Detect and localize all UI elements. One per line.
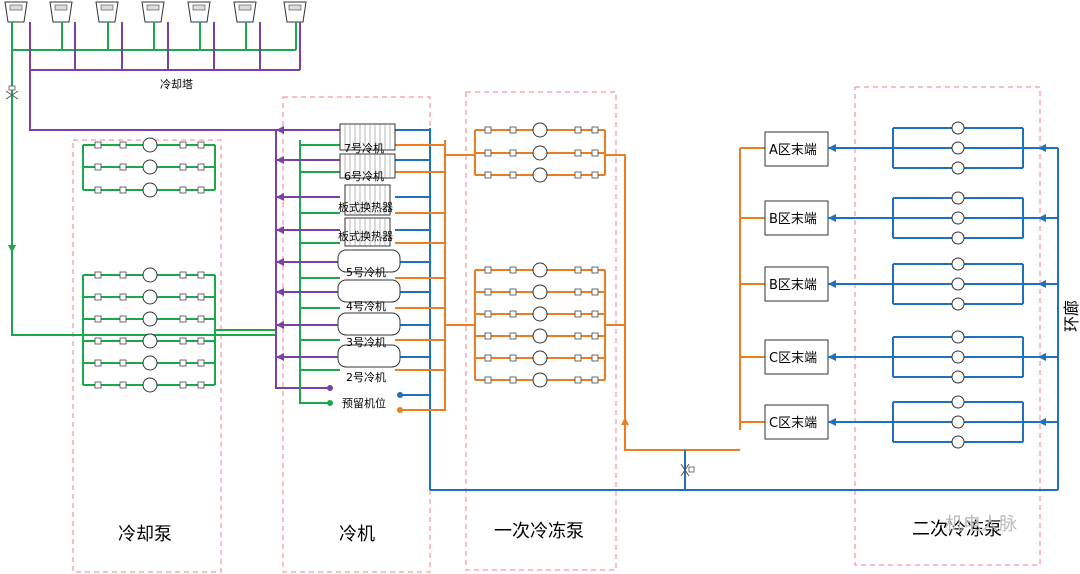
chiller-label: 3号冷机 [346, 335, 386, 349]
pump-icon [142, 311, 158, 327]
cooling-tower-piping [11, 22, 301, 336]
cooling-pump-group [12, 144, 276, 386]
pump-icon [532, 350, 548, 366]
cooling-tower-icon [95, 1, 119, 23]
zone-primary-pump [465, 91, 617, 571]
terminal-label: A区末端 [769, 143, 817, 158]
chiller-units [337, 123, 401, 368]
flow-arrow-icon [8, 245, 16, 253]
chiller-unit [337, 249, 401, 273]
zone-label-cooling-pump: 冷却泵 [118, 524, 172, 545]
cooling-tower-icon [233, 1, 257, 23]
watermark: 机电人脉 [945, 514, 1017, 535]
pump-icon [142, 355, 158, 371]
cooling-tower-icon [187, 1, 211, 23]
flow-arrow-icon [621, 417, 629, 425]
chiller-unit [339, 153, 396, 179]
reserved-label: 预留机位 [342, 396, 386, 410]
plate-exchanger-unit [344, 184, 391, 216]
pump-icon [532, 372, 548, 388]
plate-exchanger-unit [344, 217, 391, 247]
chiller-label: 4号冷机 [346, 299, 386, 313]
pump-icon [532, 306, 548, 322]
terminal-label: C区末端 [769, 416, 817, 431]
terminal-box [764, 131, 829, 167]
chiller-label: 6号冷机 [344, 169, 384, 183]
chiller-unit [337, 279, 401, 303]
chiller-cooling-piping [275, 129, 340, 404]
terminal-label: B区末端 [769, 278, 817, 293]
chiller-label: 7号冷机 [344, 141, 384, 155]
reserved-port-icon [397, 392, 403, 398]
secondary-pumps [951, 121, 965, 449]
cooling-pump-valves [94, 141, 205, 389]
terminal-label: C区末端 [769, 351, 817, 366]
chiller-unit [337, 344, 401, 368]
chiller-chilled-piping [395, 128, 446, 490]
primary-pump-piping [445, 129, 765, 451]
primary-pump-valves [484, 126, 599, 384]
blue-return-main [430, 450, 1058, 491]
pump-icon [142, 159, 158, 175]
plate-exchanger-label: 板式换热器 [338, 200, 393, 214]
reserved-port-icon [397, 407, 403, 413]
pump-icon [142, 182, 158, 198]
pump-icon [142, 377, 158, 393]
zone-cooling-pump [72, 139, 222, 573]
plate-exchanger-label: 板式换热器 [338, 229, 393, 243]
cooling-tower-label: 冷却塔 [160, 78, 193, 91]
cooling-tower-icon [4, 1, 28, 23]
reserved-port-icon [327, 385, 333, 391]
chiller-unit [339, 123, 396, 151]
cooling-tower-icon [141, 1, 165, 23]
secondary-pump-piping [828, 127, 1059, 490]
chiller-label: 5号冷机 [346, 265, 386, 279]
pump-icon [532, 145, 548, 161]
zone-label-secondary-pump: 二次冷冻泵 [912, 519, 1002, 540]
valve-icon [680, 463, 695, 477]
blue-arrows [828, 144, 1046, 426]
loop-label: 环廊 [1062, 300, 1080, 332]
pump-icon [532, 122, 548, 138]
cooling-tower-icon [283, 1, 307, 23]
pump-icon [142, 333, 158, 349]
pump-icon [532, 328, 548, 344]
terminal-box [764, 404, 829, 440]
zone-label-primary-pump: 一次冷冻泵 [494, 521, 584, 542]
purple-arrows [276, 126, 284, 361]
chiller-label: 2号冷机 [346, 370, 386, 384]
valve-icon [5, 85, 19, 100]
pump-icon [532, 262, 548, 278]
zone-label-chiller: 冷机 [339, 524, 375, 545]
pump-icon [142, 137, 158, 153]
pump-icon [532, 167, 548, 183]
reserved-port-icon [327, 400, 333, 406]
cooling-towers [4, 1, 307, 23]
pump-icon [532, 284, 548, 300]
terminal-box [764, 266, 829, 302]
terminal-box [764, 339, 829, 375]
zone-secondary-pump [854, 86, 1041, 566]
pump-icon [142, 267, 158, 283]
terminals [764, 131, 829, 440]
pump-icon [142, 289, 158, 305]
chiller-unit [337, 312, 401, 336]
cooling-tower-icon [49, 1, 73, 23]
primary-pumps [532, 122, 548, 388]
zone-chiller [282, 96, 431, 573]
terminal-label: B区末端 [769, 212, 817, 227]
cooling-pumps [142, 137, 158, 393]
